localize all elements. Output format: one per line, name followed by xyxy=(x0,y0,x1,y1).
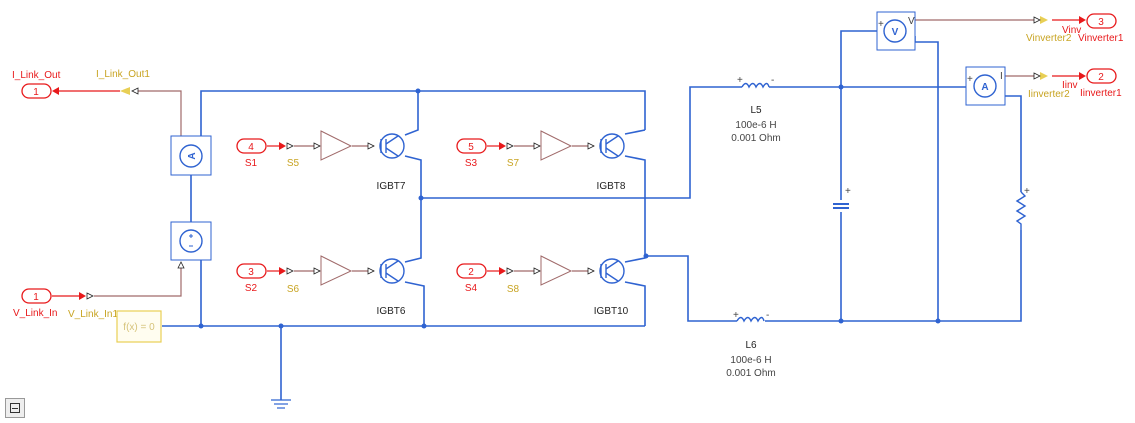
svg-text:0.001 Ohm: 0.001 Ohm xyxy=(726,368,775,379)
physical-wires xyxy=(162,30,1022,400)
inport-s1[interactable]: 4 S1 xyxy=(236,138,267,169)
svg-text:2: 2 xyxy=(1098,72,1104,83)
svg-text:Iinverter1: Iinverter1 xyxy=(1080,88,1122,99)
svg-text:-: - xyxy=(771,75,774,86)
gain-blocks[interactable] xyxy=(320,130,573,286)
inductor-icon xyxy=(736,316,765,323)
igbt-icon xyxy=(599,258,625,284)
voltage-sensor[interactable]: V V + xyxy=(876,11,916,51)
igbt-icon xyxy=(379,133,405,159)
voltmeter-icon: V xyxy=(892,27,899,38)
inport-s2[interactable]: 3 S2 xyxy=(236,263,267,294)
svg-text:3: 3 xyxy=(248,267,254,278)
svg-text:-: - xyxy=(766,310,769,321)
svg-text:+: + xyxy=(1024,186,1030,197)
svg-text:1: 1 xyxy=(33,87,39,98)
svg-text:I_Link_Out: I_Link_Out xyxy=(12,70,61,81)
collapse-panel-button[interactable] xyxy=(5,398,25,418)
outport-vinverter1[interactable]: 3 Vinverter1 xyxy=(1078,13,1124,44)
svg-text:f(x) = 0: f(x) = 0 xyxy=(123,322,155,333)
svg-text:IGBT6: IGBT6 xyxy=(377,306,406,317)
svg-text:3: 3 xyxy=(1098,17,1104,28)
current-sensor[interactable]: A I + xyxy=(965,66,1006,106)
junction-nodes xyxy=(198,84,941,329)
svg-text:+: + xyxy=(737,75,743,86)
ammeter-icon: A xyxy=(981,82,988,93)
svg-text:1: 1 xyxy=(33,292,39,303)
svg-text:IGBT10: IGBT10 xyxy=(594,306,629,317)
outport-iinverter1[interactable]: 2 Iinverter1 xyxy=(1080,68,1122,99)
svg-text:IGBT7: IGBT7 xyxy=(377,181,406,192)
ammeter-icon: A xyxy=(187,152,198,159)
inport-s3[interactable]: 5 S3 xyxy=(456,138,487,169)
inductor-l5[interactable]: + - L5 100e-6 H 0.001 Ohm xyxy=(731,75,780,144)
port-signal-lines xyxy=(52,19,1080,297)
svg-text:100e-6 H: 100e-6 H xyxy=(730,355,771,366)
svg-text:L5: L5 xyxy=(750,105,762,116)
igbt8-block[interactable]: IGBT8 xyxy=(597,133,626,192)
igbt-icon xyxy=(599,133,625,159)
converter-s6[interactable]: S6 xyxy=(287,284,300,295)
solver-configuration-block[interactable]: f(x) = 0 xyxy=(116,310,162,343)
svg-text:S3: S3 xyxy=(465,158,478,169)
svg-text:+: + xyxy=(878,19,884,30)
igbt10-block[interactable]: IGBT10 xyxy=(594,258,629,317)
svg-text:4: 4 xyxy=(248,142,254,153)
converter-s7[interactable]: S7 xyxy=(507,158,520,169)
svg-text:S4: S4 xyxy=(465,283,478,294)
svg-text:Vinverter1: Vinverter1 xyxy=(1078,33,1124,44)
converter-i-link-out1[interactable]: I_Link_Out1 xyxy=(96,69,150,80)
inport-s4[interactable]: 2 S4 xyxy=(456,263,487,294)
svg-text:100e-6 H: 100e-6 H xyxy=(735,120,776,131)
signal-label-iinv: Iinv xyxy=(1062,80,1078,91)
svg-text:S1: S1 xyxy=(245,158,258,169)
ground-icon[interactable] xyxy=(271,399,291,409)
converter-s5[interactable]: S5 xyxy=(287,158,300,169)
svg-text:I: I xyxy=(1000,71,1003,82)
voltage-source-icon xyxy=(179,229,203,253)
converter-v-link-in1[interactable]: V_Link_In1 xyxy=(68,309,118,320)
svg-text:5: 5 xyxy=(468,142,474,153)
igbt6-block[interactable]: IGBT6 xyxy=(377,258,406,317)
svg-text:+: + xyxy=(845,186,851,197)
arrowheads xyxy=(52,16,1086,300)
igbt-icon xyxy=(379,258,405,284)
inductor-l6[interactable]: + - L6 100e-6 H 0.001 Ohm xyxy=(726,310,775,379)
outport-i-link-out[interactable]: 1 I_Link_Out xyxy=(12,70,61,99)
svg-text:+: + xyxy=(967,74,973,85)
inport-v-link-in[interactable]: 1 V_Link_In xyxy=(13,288,57,319)
svg-text:+: + xyxy=(733,310,739,321)
inductor-icon xyxy=(741,82,770,89)
signal-lines xyxy=(94,19,1034,297)
svg-text:V_Link_In: V_Link_In xyxy=(13,308,57,319)
svg-text:L6: L6 xyxy=(745,340,757,351)
signal-label-vinv: Vinv xyxy=(1062,25,1081,36)
link-current-measurement[interactable]: A xyxy=(170,135,212,176)
svg-text:0.001 Ohm: 0.001 Ohm xyxy=(731,133,780,144)
igbt7-block[interactable]: IGBT7 xyxy=(377,133,406,192)
capacitor[interactable]: + xyxy=(832,186,851,212)
resistor-icon xyxy=(1015,191,1027,230)
dc-voltage-source[interactable] xyxy=(170,221,212,261)
svg-text:S2: S2 xyxy=(245,283,258,294)
svg-text:V: V xyxy=(908,16,915,27)
converter-vinverter2[interactable]: Vinverter2 xyxy=(1026,33,1072,44)
converter-s8[interactable]: S8 xyxy=(507,284,520,295)
resistor[interactable]: + xyxy=(1015,186,1030,230)
svg-text:IGBT8: IGBT8 xyxy=(597,181,626,192)
converter-iinverter2[interactable]: Iinverter2 xyxy=(1028,89,1070,100)
svg-text:2: 2 xyxy=(468,267,474,278)
